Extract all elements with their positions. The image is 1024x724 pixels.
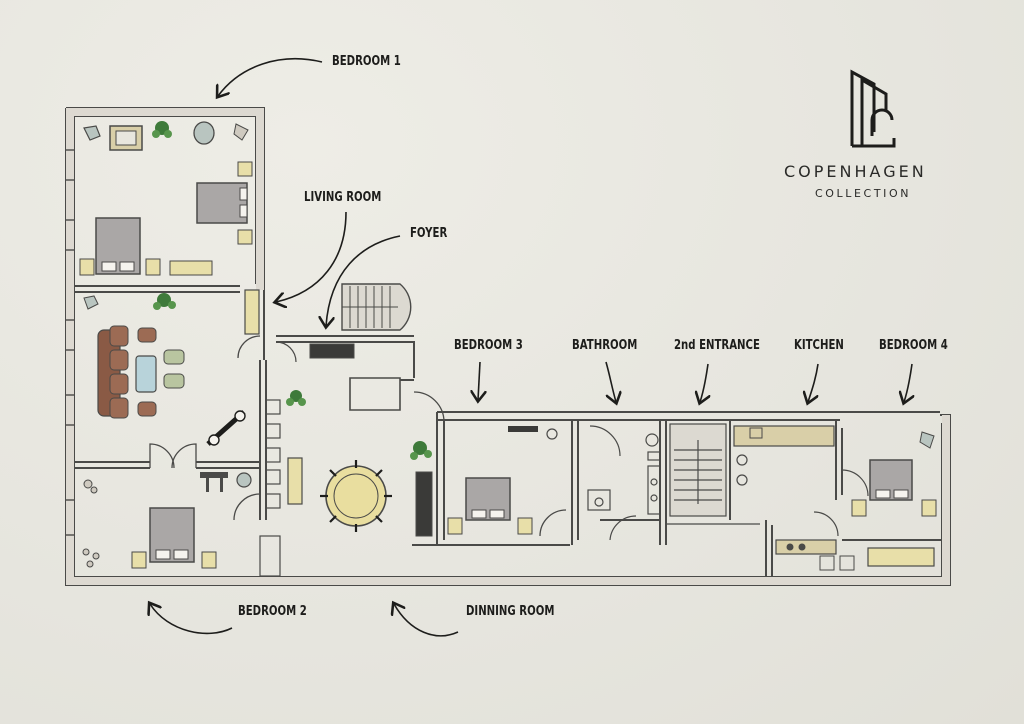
- label-2nd-entrance: 2nd ENTRANCE: [674, 338, 760, 353]
- label-bathroom: BATHROOM: [572, 338, 638, 353]
- bedroom1-furniture: [79, 121, 253, 276]
- living-room-furniture: [83, 293, 246, 469]
- arrow-kitchen: [808, 363, 819, 402]
- arrow-bathroom: [605, 361, 616, 402]
- label-bedroom2: BEDROOM 2: [238, 604, 307, 619]
- wall-fill: [66, 108, 950, 585]
- arrow-bedroom4: [904, 363, 912, 402]
- kitchen-fixtures: [733, 425, 855, 571]
- label-bedroom3: BEDROOM 3: [454, 338, 523, 353]
- arrow-bedroom2: [150, 604, 233, 635]
- brand-tagline: COLLECTION: [815, 187, 912, 200]
- bedroom2-furniture: [82, 472, 261, 569]
- label-living-room: LIVING ROOM: [304, 190, 382, 205]
- label-bedroom4: BEDROOM 4: [879, 338, 948, 353]
- label-bedroom1: BEDROOM 1: [332, 54, 401, 69]
- arrow-foyer: [326, 235, 401, 326]
- brand-name: COPENHAGEN: [784, 162, 927, 181]
- arrow-bedroom1: [218, 58, 323, 96]
- label-arrows: [150, 58, 912, 637]
- arrow-living-room: [276, 211, 347, 302]
- arrow-dining-room: [394, 604, 459, 637]
- dining-room-furniture: [287, 457, 433, 537]
- arrow-2nd-entrance: [700, 363, 708, 402]
- label-foyer: FOYER: [410, 226, 448, 241]
- foyer-area: [237, 283, 445, 577]
- second-entrance-stairs: [666, 423, 760, 525]
- foyer-plants: [286, 390, 432, 460]
- bedroom4-furniture: [841, 431, 937, 567]
- bathroom-fixtures: [587, 425, 661, 541]
- label-kitchen: KITCHEN: [794, 338, 844, 353]
- window-ticks: [66, 149, 74, 536]
- arrow-bedroom3: [478, 361, 480, 400]
- bedroom3-furniture: [447, 426, 567, 537]
- label-dining-room: DINNING ROOM: [466, 604, 555, 619]
- right-wing-walls: [412, 412, 942, 577]
- brand-logo-icon: [850, 69, 896, 148]
